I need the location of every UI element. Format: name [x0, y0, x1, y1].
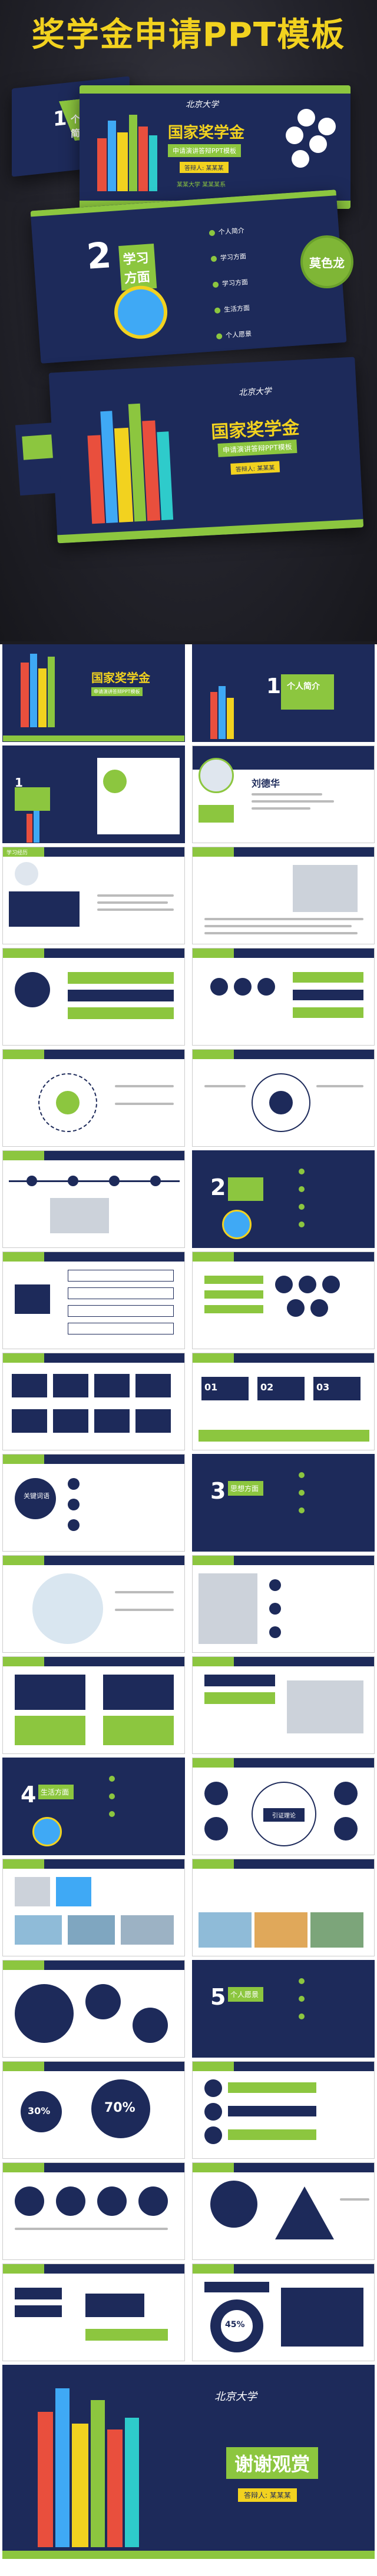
slide-laptop-thumb[interactable] — [192, 1656, 375, 1754]
section1-num: 1 — [53, 106, 67, 132]
slide-section1-thumb[interactable]: 1 个人简介 — [192, 644, 375, 742]
section5-label: 个人愿景 — [228, 1987, 263, 2002]
thumb-cover-sub: 申请演讲答辩PPT模板 — [91, 687, 143, 696]
study-title: 学习经历 — [6, 850, 28, 856]
end-title: 谢谢观赏 — [226, 2447, 319, 2479]
slide-section2-thumb[interactable]: 2 — [192, 1150, 375, 1248]
slide-steps-thumb[interactable]: 01 02 03 — [192, 1353, 375, 1450]
slide-gallery-thumb[interactable] — [2, 1859, 185, 1956]
slide-ring-thumb[interactable] — [192, 1049, 375, 1147]
section3-label: 思想方面 — [228, 1481, 263, 1496]
section4-label: 生活方面 — [38, 1785, 74, 1799]
thumb-s1-label: 个人简介 — [287, 682, 320, 691]
slide-photo-thumb[interactable] — [192, 847, 375, 944]
theory-button[interactable]: 引证理论 — [263, 1808, 305, 1822]
brand-logo: 莫色龙 — [300, 235, 353, 288]
slide-photos-thumb[interactable] — [192, 1859, 375, 1956]
slide-section5-thumb[interactable]: 5 个人愿景 — [192, 1960, 375, 2058]
slide-flow-thumb[interactable] — [2, 1960, 185, 2058]
section2-label: 学习方面 — [118, 243, 157, 291]
menu-dot-icon — [212, 281, 219, 288]
slide-bubbles-thumb[interactable] — [2, 2162, 185, 2260]
menu-item-5[interactable]: 个人愿景 — [225, 330, 252, 340]
section4-num: 4 — [21, 1782, 37, 1808]
slide-section4-thumb[interactable]: 4 生活方面 — [2, 1758, 185, 1855]
preview-card-main: 北京大学 国家奖学金 申请演讲答辩PPT模板 答辩人: 某某某 某某大学 某某某… — [80, 85, 350, 209]
books-illustration — [97, 109, 162, 191]
slide-cards-thumb[interactable] — [2, 1656, 185, 1754]
slide-end-thumb[interactable]: 北京大学 谢谢观赏 答辩人: 某某某 — [2, 2365, 375, 2559]
slide-list-thumb[interactable] — [2, 948, 185, 1046]
slide-timeline-thumb[interactable] — [2, 1150, 185, 1248]
hero-subtitle: 申请演讲答辩PPT模板 — [168, 144, 241, 157]
menu-dot-icon — [216, 333, 223, 340]
slide-profile-thumb[interactable]: 刘德华 — [192, 745, 375, 843]
hero-main-title: 国家奖学金 — [168, 124, 245, 142]
menu-item-4[interactable]: 生活方面 — [223, 304, 250, 314]
step-3: 03 — [316, 1382, 330, 1393]
page-title: 奖学金申请PPT模板 — [31, 16, 346, 54]
slide-icons-list-thumb[interactable] — [192, 2061, 375, 2159]
profile-name: 刘德华 — [252, 778, 280, 789]
preview-card-cover: 北京大学 国家奖学金 申请演讲答辩PPT模板 答辩人: 某某某 — [48, 357, 364, 544]
slide-keyword-thumb[interactable]: 关键词语 — [2, 1454, 185, 1552]
slide-section3-thumb[interactable]: 3 思想方面 — [192, 1454, 375, 1552]
section2-num: 2 — [85, 235, 113, 278]
thumb-cover-title: 国家奖学金 — [91, 671, 150, 685]
slide-cover-thumb[interactable]: 国家奖学金 申请演讲答辩PPT模板 — [2, 644, 185, 742]
menu-item-1[interactable]: 个人简介 — [218, 227, 245, 237]
section3-num: 3 — [210, 1478, 226, 1504]
end-presenter: 答辩人: 某某某 — [238, 2488, 297, 2502]
slide-pyramid-thumb[interactable] — [192, 2162, 375, 2260]
side-card-fragment — [15, 422, 62, 496]
end-university: 北京大学 — [214, 2391, 257, 2403]
thumb-s1-num: 1 — [266, 674, 282, 698]
percent-45: 45% — [225, 2320, 245, 2329]
slide-hexagon-thumb[interactable] — [2, 1049, 185, 1147]
showcase-area: 奖学金申请PPT模板 1 个人简介 北京大学 国家奖学金 申请演讲答辩PPT模板… — [0, 0, 377, 641]
slide-percent-thumb[interactable]: 30% 70% — [2, 2061, 185, 2159]
slide-icon-grid-thumb[interactable] — [192, 1252, 375, 1349]
university-logo: 北京大学 — [186, 100, 219, 109]
slide-diagram-thumb[interactable] — [2, 2264, 185, 2361]
slide-tree-thumb[interactable] — [2, 1252, 185, 1349]
percent-70: 70% — [104, 2101, 135, 2115]
preview-card-section2: 2 学习方面 个人简介 学习方面 学习方面 生活方面 个人愿景 — [30, 189, 347, 364]
section5-num: 5 — [210, 1984, 226, 2010]
slide-theory-thumb[interactable]: 引证理论 — [192, 1758, 375, 1855]
menu-dot-icon — [214, 307, 221, 314]
menu-item-3[interactable]: 学习方面 — [221, 278, 249, 288]
cover-title: 国家奖学金 — [210, 417, 300, 443]
percent-30: 30% — [28, 2105, 51, 2116]
menu-dot-icon — [210, 255, 217, 262]
cover-books — [85, 395, 186, 524]
cover-university: 北京大学 — [238, 387, 272, 398]
slide-donut-thumb[interactable]: 45% — [192, 2264, 375, 2361]
slide-photo-list-thumb[interactable] — [192, 1555, 375, 1653]
menu-item-2[interactable]: 学习方面 — [220, 252, 247, 262]
slide-circles-thumb[interactable] — [192, 948, 375, 1046]
keyword-label: 关键词语 — [24, 1492, 49, 1500]
hero-footer: 某某大学 某某某系 — [177, 182, 226, 188]
menu-dot-icon — [209, 229, 216, 237]
step-1: 01 — [204, 1382, 218, 1393]
slide-venn-thumb[interactable] — [2, 1555, 185, 1653]
slide-grid: 国家奖学金 申请演讲答辩PPT模板 1 个人简介 1 刘德华 学习经历 — [0, 644, 377, 2576]
step-2: 02 — [260, 1382, 274, 1393]
hero-presenter: 答辩人: 某某某 — [180, 162, 229, 173]
slide-section1b-thumb[interactable]: 1 — [2, 745, 185, 843]
circle-menu — [286, 109, 345, 179]
slide-boxes-thumb[interactable] — [2, 1353, 185, 1450]
slide-study-thumb[interactable]: 学习经历 — [2, 847, 185, 944]
